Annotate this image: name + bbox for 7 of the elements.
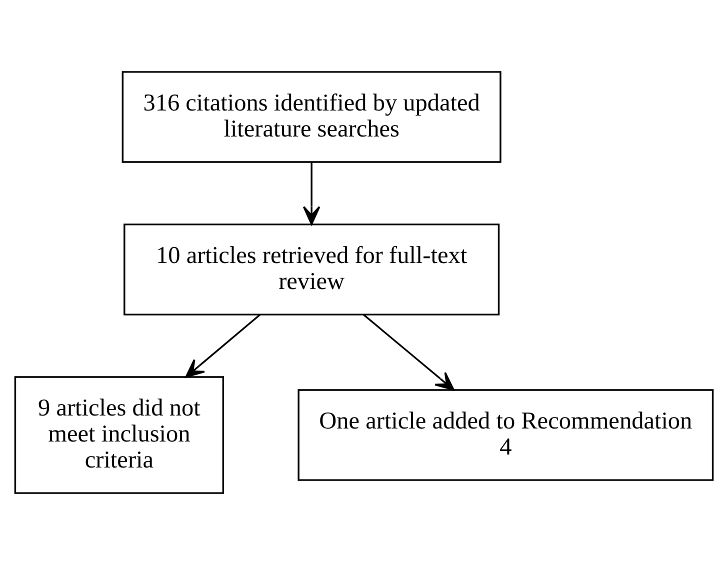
node-box: 9 articles did not meet inclusion criteria xyxy=(14,376,224,494)
node-box: 10 articles retrieved for full-text review xyxy=(124,224,500,316)
node-box: One article added to Recommendation 4 xyxy=(298,389,714,481)
node-box: 316 citations identified by updated literature searches xyxy=(122,71,502,163)
arrow xyxy=(185,314,261,378)
arrow xyxy=(302,162,320,226)
arrow xyxy=(363,314,454,391)
